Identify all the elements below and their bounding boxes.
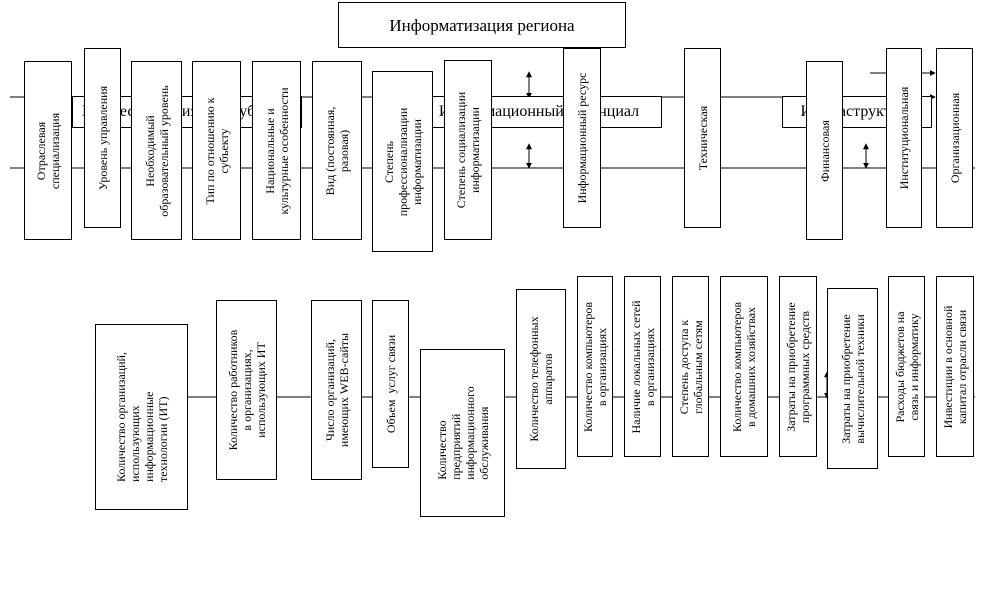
page-title: Информатизация региона — [389, 15, 575, 35]
factor-box-national-cultural: Национальные и культурные особенности — [252, 61, 301, 240]
factor-label: Необходимый образовательный уровень — [142, 84, 171, 217]
indicator-label: Объем услуг связи — [383, 334, 398, 434]
indicator-box-communication-volume: Объем услуг связи — [372, 300, 409, 468]
indicator-box-orgs-using-it: Количество организаций, использующих инф… — [95, 324, 188, 510]
indicator-label: Количество организаций, использующих инф… — [113, 352, 170, 482]
indicator-box-orgs-with-websites: Число организаций, имеющих WEB-сайты — [311, 300, 362, 480]
factor-label: Отраслевая специализация — [34, 112, 62, 189]
indicator-label: Степень доступа к глобальным сетям — [676, 319, 705, 414]
factor-box-socialization-degree: Степень социализации информатизации — [444, 60, 492, 240]
factor-label: Техническая — [695, 105, 710, 171]
factor-box-kind: Вид (постоянная, разовая) — [312, 61, 362, 240]
indicator-box-local-networks: Наличие локальных сетей в организациях — [624, 276, 661, 457]
factor-label: Институциональная — [897, 86, 911, 190]
indicator-label: Наличие локальных сетей в организациях — [628, 299, 657, 434]
indicator-label: Количество компьютеров в домашних хозяйс… — [730, 301, 758, 432]
indicator-box-telecom-investment: Инвестиции в основной капитал отрасли св… — [936, 276, 974, 457]
factor-label: Организационная — [947, 92, 962, 184]
indicator-box-hardware-costs: Затраты на приобретение вычислительной т… — [827, 288, 878, 469]
indicator-label: Количество работников в организациях, ис… — [225, 329, 268, 451]
title-box: Информатизация региона — [338, 2, 626, 48]
factor-box-sector-specialization: Отраслевая специализация — [24, 61, 72, 240]
factor-label: Тип по отношению к субъекту — [202, 96, 231, 205]
factor-label: Вид (постоянная, разовая) — [323, 106, 351, 195]
factor-box-institutional: Институциональная — [886, 48, 922, 228]
indicator-box-info-service-enterprises: Количество предприятий информационного о… — [420, 349, 505, 517]
indicator-label: Инвестиции в основной капитал отрасли св… — [941, 305, 969, 428]
indicator-label: Затраты на приобретение вычислительной т… — [838, 313, 867, 444]
factor-label: Степень профессионализации информатизаци… — [381, 107, 424, 216]
indicator-label: Количество компьютеров в организациях — [581, 301, 609, 432]
indicator-label: Количество телефонных аппаратов — [527, 316, 555, 442]
factor-box-technical: Техническая — [684, 48, 721, 228]
factor-label: Финансовая — [817, 119, 832, 182]
factor-box-management-level: Уровень управления — [84, 48, 121, 228]
factor-box-organizational: Организационная — [936, 48, 973, 228]
indicator-box-telephones: Количество телефонных аппаратов — [516, 289, 566, 469]
factor-box-professionalization-degree: Степень профессионализации информатизаци… — [372, 71, 433, 252]
factor-label: Информационный ресурс — [575, 72, 589, 204]
factor-label: Уровень управления — [95, 85, 110, 191]
indicator-label: Расходы бюджетов на связь и информатику — [892, 310, 921, 423]
factor-box-subject-type: Тип по отношению к субъекту — [192, 61, 241, 240]
indicator-label: Затраты на приобретение программных сред… — [784, 301, 812, 432]
factor-label: Национальные и культурные особенности — [262, 86, 291, 215]
indicator-box-global-access: Степень доступа к глобальным сетям — [672, 276, 709, 457]
indicator-label: Число организаций, имеющих WEB-сайты — [322, 332, 351, 448]
indicator-box-budget-expenses: Расходы бюджетов на связь и информатику — [888, 276, 925, 457]
indicator-box-computers-in-orgs: Количество компьютеров в организациях — [577, 276, 613, 457]
factor-label: Степень социализации информатизации — [454, 91, 482, 209]
indicator-label: Количество предприятий информационного о… — [434, 386, 491, 480]
factor-box-education-level: Необходимый образовательный уровень — [131, 61, 182, 240]
indicator-box-workers-using-it: Количество работников в организациях, ис… — [216, 300, 277, 480]
factor-box-information-resource: Информационный ресурс — [563, 48, 601, 228]
indicator-box-home-computers: Количество компьютеров в домашних хозяйс… — [720, 276, 768, 457]
indicator-box-software-costs: Затраты на приобретение программных сред… — [779, 276, 817, 457]
factor-box-financial: Финансовая — [806, 61, 843, 240]
